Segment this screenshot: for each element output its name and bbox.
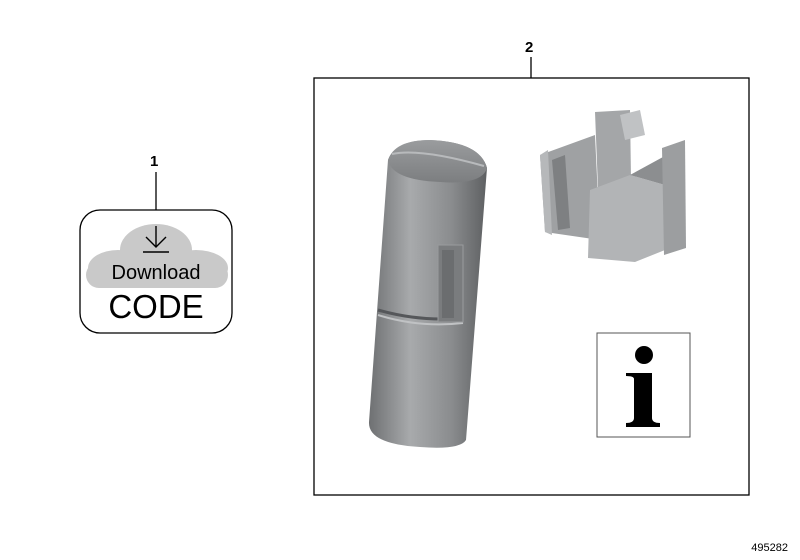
cylinder-holder-part — [368, 140, 487, 448]
part-frame — [313, 77, 750, 496]
info-icon — [626, 346, 660, 427]
clip-part — [540, 110, 686, 262]
callout-2: 2 — [525, 39, 534, 56]
download-arrow-icon — [143, 226, 169, 253]
callout-1: 1 — [150, 153, 159, 170]
reference-number: 495282 — [751, 542, 788, 554]
download-label: Download — [111, 262, 201, 284]
cloud-icon — [86, 224, 228, 288]
code-label: CODE — [108, 288, 204, 325]
